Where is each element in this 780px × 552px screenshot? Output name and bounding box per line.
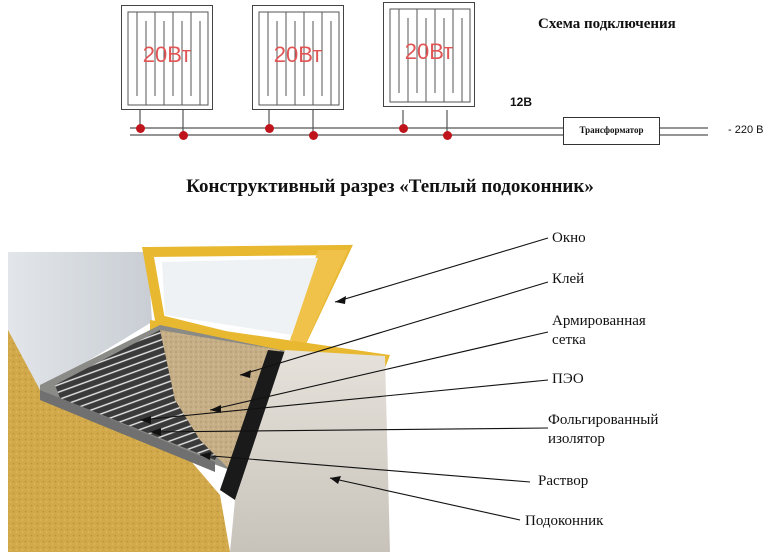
callout-mesh-line2: сетка xyxy=(552,332,586,348)
heater-panel-1: 20Вт xyxy=(121,5,213,110)
callout-peo: ПЭО xyxy=(552,371,584,387)
heater-power-label: 20Вт xyxy=(404,39,454,64)
voltage-high-label: - 220 В xyxy=(728,124,764,136)
voltage-low-label: 12В xyxy=(510,95,533,109)
windowsill-board xyxy=(230,350,390,552)
callout-leaders xyxy=(139,237,549,521)
callout-glue: Клей xyxy=(552,271,585,287)
terminal-dot xyxy=(265,124,274,133)
heating-coil-icon xyxy=(389,8,471,103)
callout-foil-line1: Фольгированный xyxy=(548,412,659,428)
callout-window: Окно xyxy=(552,230,586,246)
transformer-box: Трансформатор xyxy=(563,117,660,145)
callout-foil: Фольгированный изолятор xyxy=(548,411,658,449)
heater-panel-3: 20Вт xyxy=(383,2,475,107)
heating-coil-icon xyxy=(127,11,209,106)
callout-mesh: Армированная сетка xyxy=(552,312,646,350)
terminal-dot xyxy=(179,131,188,140)
sill-edge xyxy=(220,350,285,500)
terminal-dot xyxy=(443,131,452,140)
wiring xyxy=(130,110,708,136)
callout-mortar: Раствор xyxy=(538,473,589,489)
callout-arrowheads xyxy=(140,296,346,484)
heater-power-label: 20Вт xyxy=(273,42,323,67)
terminal-dot xyxy=(136,124,145,133)
connection-scheme: 20Вт 20Вт 20Вт xyxy=(0,0,780,160)
heater-power-label: 20Вт xyxy=(142,42,192,67)
callout-sill: Подоконник xyxy=(525,513,604,529)
callout-foil-line2: изолятор xyxy=(548,431,605,447)
terminal-dot xyxy=(309,131,318,140)
heater-panel-2: 20Вт xyxy=(252,5,344,110)
plaster-wall xyxy=(8,330,230,552)
wall-reveal xyxy=(8,252,152,390)
foil-insulator xyxy=(40,390,215,472)
window-glass xyxy=(162,258,318,335)
window-frame-post xyxy=(290,250,348,345)
section-title: Конструктивный разрез «Теплый подоконник… xyxy=(186,176,594,197)
heating-coil-icon xyxy=(258,11,340,106)
terminal-dot xyxy=(399,124,408,133)
callout-mesh-line1: Армированная xyxy=(552,313,646,329)
scheme-title: Схема подключения xyxy=(538,16,676,32)
adhesive-layer xyxy=(160,330,280,470)
